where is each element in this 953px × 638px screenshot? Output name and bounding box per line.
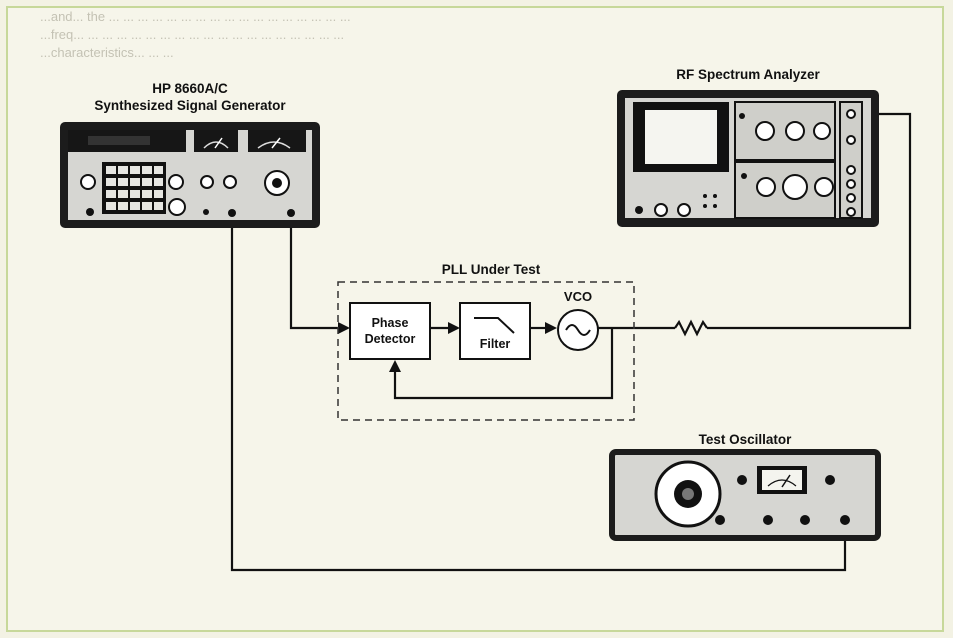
phase-detector-line2: Detector (364, 332, 416, 346)
test-oscillator-icon (609, 449, 881, 541)
filter-box (459, 302, 531, 360)
header-line: ...freq... ... ... ... ... ... ... ... .… (40, 27, 345, 42)
arrowheads (338, 322, 557, 372)
signal-generator-icon (60, 122, 320, 228)
header-line: ...and... the ... ... ... ... ... ... ..… (40, 9, 351, 24)
signal-generator-title: HP 8660A/C Synthesized Signal Generator (80, 80, 300, 114)
vco-label: VCO (563, 289, 593, 304)
wire-feedback-loop (393, 328, 614, 400)
arrow-feedback-up (389, 360, 401, 372)
arrow-into-filter (448, 322, 460, 334)
faded-header-text: ...and... the ... ... ... ... ... ... ..… (40, 8, 920, 62)
spectrum-analyzer-icon (617, 90, 879, 227)
sine-wave-icon (565, 324, 591, 336)
header-line: ...characteristics... ... ... (40, 45, 174, 60)
phase-detector-box (349, 302, 431, 360)
signal-generator-name: Synthesized Signal Generator (94, 98, 286, 113)
pll-title: PLL Under Test (441, 262, 541, 277)
lowpass-icon (474, 317, 515, 334)
test-oscillator-title: Test Oscillator (698, 432, 792, 447)
filter-label: Filter (479, 337, 511, 351)
phase-detector-label: Phase Detector (352, 315, 428, 347)
wire-generator-to-oscillator (230, 215, 847, 572)
spectrum-analyzer-title: RF Spectrum Analyzer (676, 67, 820, 82)
wires (230, 112, 912, 572)
wire-generator-to-phase-detector (289, 215, 338, 330)
arrow-into-vco (545, 322, 557, 334)
arrow-into-phase-detector (338, 322, 350, 334)
resistor-symbol (674, 319, 708, 337)
wire-to-analyzer (707, 112, 912, 330)
phase-detector-line1: Phase (371, 316, 409, 330)
pll-enclosure (337, 281, 635, 421)
signal-generator-model: HP 8660A/C (152, 81, 228, 96)
